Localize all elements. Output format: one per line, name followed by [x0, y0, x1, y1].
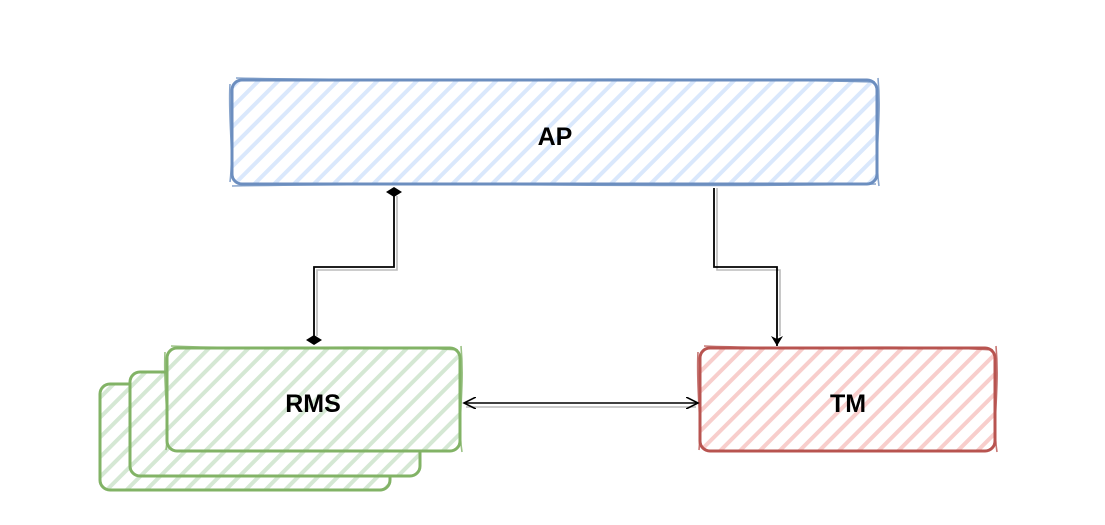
ap-label: AP: [538, 123, 573, 151]
edge-rms-tm[interactable]: [464, 403, 698, 407]
edge-ap-tm[interactable]: [713, 188, 783, 346]
tm-label: TM: [830, 390, 866, 418]
ap-node-sketch-outline: [228, 77, 880, 187]
rms-node-sketch-outline: [163, 345, 463, 453]
ap-node[interactable]: AP: [228, 77, 880, 187]
edge-ap-tm-shadow: [716, 188, 781, 336]
rms-node[interactable]: RMS: [98, 345, 463, 492]
rms-label: RMS: [285, 390, 341, 418]
edge-ap-rms-line: [306, 187, 402, 345]
edge-ap-rms-shadow: [316, 196, 398, 336]
edge-ap-tm-line: [713, 188, 783, 346]
edge-ap-rms[interactable]: [306, 187, 402, 345]
tm-node[interactable]: TM: [696, 345, 998, 453]
